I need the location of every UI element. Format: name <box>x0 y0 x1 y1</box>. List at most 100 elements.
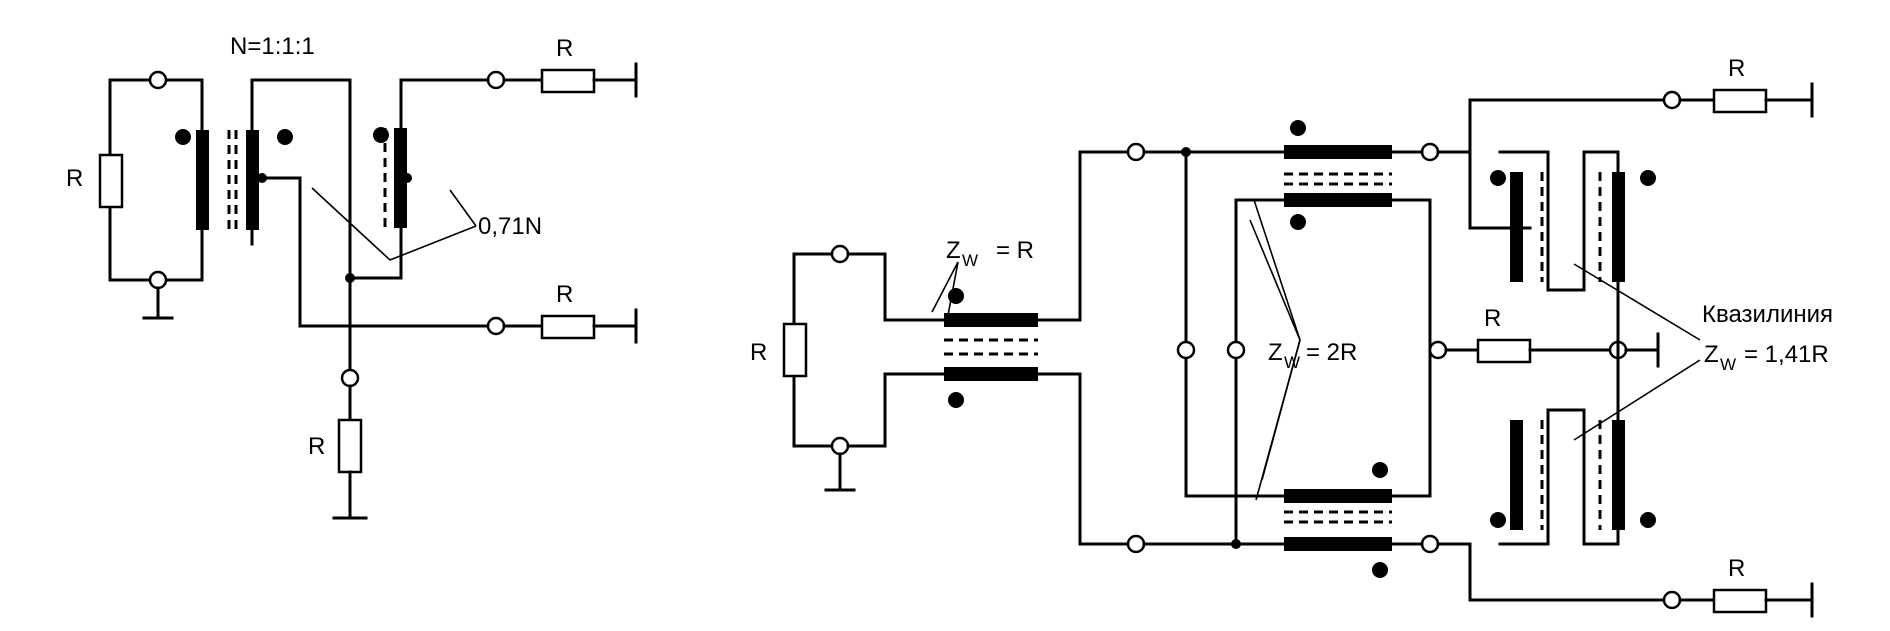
right-input-winding-1 <box>944 313 1038 327</box>
right-circuit: R R R R Z W = R Z W = 2R Квазилиния Z W … <box>750 55 1833 618</box>
right-middle-resistor-label: R <box>1484 305 1501 332</box>
right-terminal-top <box>1126 142 1146 162</box>
left-polarity-dot-3 <box>373 127 389 143</box>
right-lower-hybrid-dot-2 <box>1640 512 1656 528</box>
right-out-top-wire <box>1468 98 1666 154</box>
right-lower-dot-2 <box>1372 562 1388 578</box>
right-output-terminal-2 <box>1662 590 1682 610</box>
quasi-line-leader-2 <box>1573 359 1701 441</box>
left-tap-leader-1 <box>311 187 477 261</box>
left-output-terminal-1 <box>486 70 506 90</box>
right-lower-winding-1 <box>1284 489 1392 503</box>
right-upper-terminal <box>1420 142 1440 162</box>
right-lower-hybrid-frame <box>1498 408 1620 546</box>
right-upper-hybrid-dot-2 <box>1640 170 1656 186</box>
right-output-resistor-1-label: R <box>1728 55 1745 82</box>
svg-text:Z: Z <box>946 237 961 264</box>
right-bus-bottom <box>1036 372 1130 546</box>
left-source-resistor-label: R <box>66 165 83 192</box>
right-upper-dot-1 <box>1290 120 1306 136</box>
svg-text:= 1,41R: = 1,41R <box>1744 341 1829 368</box>
right-upper-winding-2 <box>1284 193 1392 207</box>
right-upper-hybrid-winding-1 <box>1510 172 1523 282</box>
left-winding-tertiary <box>394 128 407 228</box>
left-output-resistor-2 <box>540 314 596 340</box>
zw-r-leader-1 <box>931 261 959 313</box>
right-rail-2-node <box>1231 539 1241 549</box>
right-middle-resistor <box>1476 338 1532 364</box>
right-upper-hybrid-dot-1 <box>1490 170 1506 186</box>
right-output-resistor-2 <box>1712 588 1768 614</box>
right-rail-1-terminal <box>1176 340 1196 360</box>
right-upper-hybrid-frame <box>1498 150 1620 292</box>
left-bottom-terminal <box>340 368 360 388</box>
right-upper-dot-2 <box>1290 214 1306 230</box>
tap-ratio-label: 0,71N <box>478 213 542 240</box>
right-lower-dot-1 <box>1372 462 1388 478</box>
svg-text:Z: Z <box>1704 341 1719 368</box>
left-tap-leader-2 <box>449 189 477 227</box>
right-lower-out-wire <box>1390 348 1432 498</box>
left-terminal-bottom <box>148 270 168 290</box>
svg-text:Z: Z <box>1268 339 1283 366</box>
right-source-resistor <box>782 322 808 378</box>
right-source-terminal-top <box>830 244 850 264</box>
quasi-line-label: Квазилиния <box>1702 301 1833 328</box>
right-upper-hybrid-winding-2 <box>1612 172 1625 282</box>
left-output-resistor-1-label: R <box>556 35 573 62</box>
right-input-bottom-wire <box>846 372 946 448</box>
right-source-terminal-bottom <box>830 436 850 456</box>
zw-r-leader-2 <box>945 261 959 327</box>
quasi-line-leader-1 <box>1573 263 1701 341</box>
left-tap-node-2 <box>402 173 412 183</box>
left-bottom-resistor-label: R <box>308 433 325 460</box>
left-polarity-dot-2 <box>277 129 293 145</box>
right-out-bottom-wire <box>1468 542 1666 602</box>
left-tertiary-top-wire <box>399 78 452 130</box>
right-source-resistor-label: R <box>750 339 767 366</box>
left-output-terminal-2 <box>486 316 506 336</box>
right-bus-top <box>1036 150 1130 322</box>
left-terminal-top <box>148 70 168 90</box>
right-output-resistor-2-label: R <box>1728 555 1745 582</box>
left-winding-primary <box>196 130 209 230</box>
left-output-resistor-2-label: R <box>556 281 573 308</box>
right-upper-out-wire <box>1390 198 1432 352</box>
left-source-resistor <box>98 153 124 209</box>
right-terminal-bottom <box>1126 534 1146 554</box>
mid-impedance-label: Z W = 2R <box>1268 339 1357 372</box>
left-primary-bottom-wire <box>164 242 204 282</box>
svg-text:W: W <box>1720 355 1736 374</box>
right-lower-hybrid-dot-1 <box>1490 512 1506 528</box>
right-rail-1-node <box>1181 147 1191 157</box>
right-input-dot-2 <box>948 392 964 408</box>
input-impedance-label: Z W = R <box>946 237 1034 270</box>
left-polarity-dot-1 <box>175 129 191 145</box>
turns-ratio-label: N=1:1:1 <box>230 33 315 60</box>
right-lower-hybrid-winding-1 <box>1510 420 1523 530</box>
svg-text:W: W <box>1284 353 1300 372</box>
right-output-terminal-1 <box>1662 90 1682 110</box>
right-input-top-wire <box>846 252 946 322</box>
left-output-resistor-1 <box>540 68 596 94</box>
output-impedance-label: Z W = 1,41R <box>1704 341 1829 374</box>
right-input-winding-2 <box>944 367 1038 381</box>
right-lower-terminal <box>1420 534 1440 554</box>
left-tap-wire <box>257 176 352 328</box>
left-bottom-resistor <box>337 418 363 474</box>
zw-2r-leader-2 <box>1249 219 1301 501</box>
right-lower-hybrid-winding-2 <box>1612 420 1625 530</box>
svg-text:= 2R: = 2R <box>1306 339 1357 366</box>
left-circuit: N=1:1:1 0,71N R R R R <box>66 33 638 520</box>
right-upper-winding-1 <box>1284 145 1392 159</box>
svg-text:= R: = R <box>996 237 1034 264</box>
right-output-resistor-1 <box>1712 88 1768 114</box>
right-rail-2-terminal <box>1226 340 1246 360</box>
left-tertiary-bottom-wire <box>348 226 403 280</box>
left-tap-node <box>257 173 267 183</box>
right-middle-terminal <box>1428 340 1448 360</box>
svg-text:W: W <box>962 251 978 270</box>
right-lower-winding-2 <box>1284 537 1392 551</box>
